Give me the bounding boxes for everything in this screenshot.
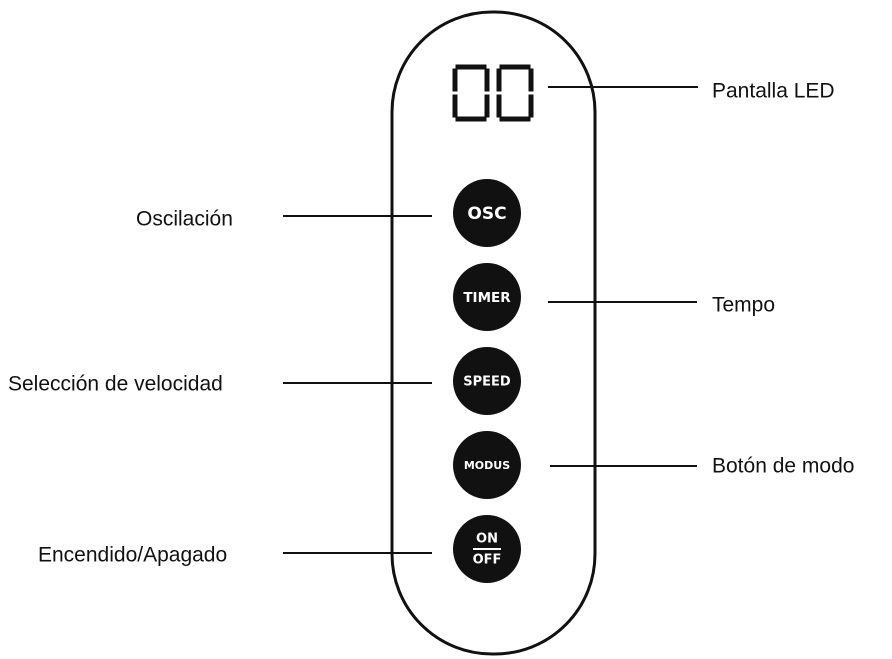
power-button[interactable]: ON OFF (453, 515, 521, 583)
osc-button-label: OSC (467, 204, 506, 224)
power-button-on-label: ON (476, 532, 498, 547)
led-display (452, 64, 534, 122)
timer-button-label: TIMER (463, 290, 511, 306)
label-power: Encendido/Apagado (38, 544, 227, 567)
modus-button[interactable]: MODUS (453, 431, 521, 499)
speed-button-label: SPEED (463, 375, 511, 390)
label-mode: Botón de modo (712, 455, 854, 478)
power-button-off-label: OFF (473, 553, 502, 568)
label-led-display: Pantalla LED (712, 80, 835, 103)
modus-button-label: MODUS (464, 459, 510, 472)
control-panel-outline (390, 10, 597, 656)
speed-button[interactable]: SPEED (453, 347, 521, 415)
label-speed: Selección de velocidad (8, 373, 223, 396)
osc-button[interactable]: OSC (453, 179, 521, 247)
timer-button[interactable]: TIMER (453, 263, 521, 331)
label-oscillation: Oscilación (136, 208, 233, 231)
led-digit-2 (496, 64, 534, 122)
label-timer: Tempo (712, 294, 775, 317)
led-digit-1 (452, 64, 490, 122)
on-off-button-icon: ON OFF (473, 532, 502, 568)
